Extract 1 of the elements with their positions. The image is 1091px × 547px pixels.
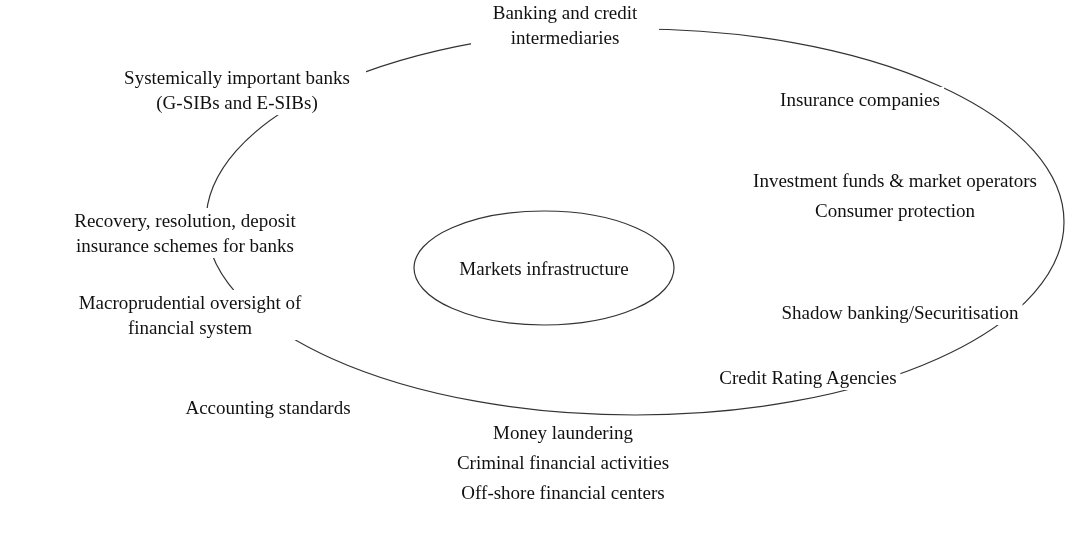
- ellipse-node: Markets infrastructure: [413, 210, 675, 326]
